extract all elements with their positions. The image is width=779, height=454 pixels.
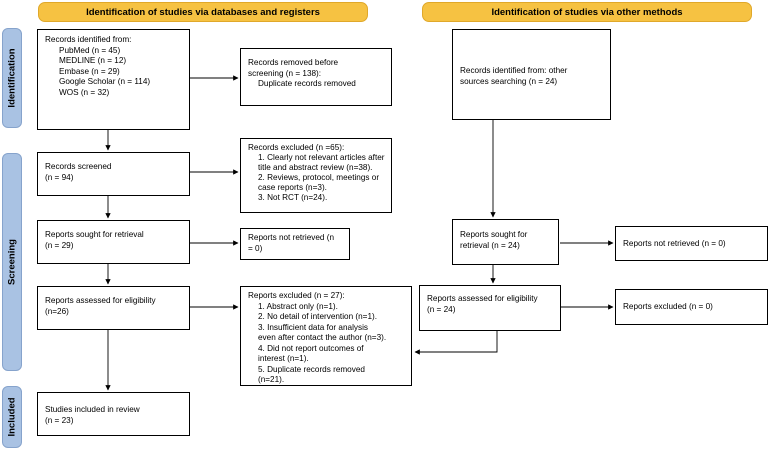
records-identified-title: Records identified from: <box>45 35 132 44</box>
other-records-identified-box: Records identified from: other sources s… <box>452 29 611 120</box>
other-reports-sought-count: retrieval (n = 24) <box>460 240 520 250</box>
reports-excluded-reason-2: 2. No detail of intervention (n=1). <box>258 312 378 321</box>
source-pubmed: PubMed (n = 45) <box>59 45 121 55</box>
records-excluded-box: Records excluded (n =65): 1. Clearly not… <box>240 138 392 213</box>
stage-included: Included <box>2 386 22 448</box>
other-records-identified-count: sources searching (n = 24) <box>460 76 558 86</box>
source-google-scholar: Google Scholar (n = 114) <box>59 77 151 86</box>
reports-excluded-reason-3: 3. Insufficient data for analysis <box>258 322 368 332</box>
reports-excluded-reason-4-cont: interest (n=1). <box>258 354 309 363</box>
other-reports-excluded-box: Reports excluded (n = 0) <box>615 289 768 325</box>
records-removed-label: Records removed before <box>248 58 339 67</box>
records-screened-label: Records screened <box>45 162 112 171</box>
stage-screening: Screening <box>2 153 22 371</box>
records-identified-box: Records identified from: PubMed (n = 45)… <box>37 29 190 130</box>
reports-assessed-label: Reports assessed for eligibility <box>45 296 156 305</box>
reports-sought-count: (n = 29) <box>45 240 74 250</box>
records-excluded-reason-1: 1. Clearly not relevant articles after <box>258 153 385 162</box>
source-medline: MEDLINE (n = 12) <box>59 56 127 65</box>
reports-excluded-reason-5-cont: (n=21). <box>258 375 285 384</box>
reports-assessed-box: Reports assessed for eligibility (n=26) <box>37 286 190 330</box>
reports-not-retrieved-label: Reports not retrieved (n <box>248 233 335 242</box>
reports-excluded-reason-1: 1. Abstract only (n=1). <box>258 301 338 311</box>
source-embase: Embase (n = 29) <box>59 66 120 76</box>
other-reports-assessed-label: Reports assessed for eligibility <box>427 294 538 303</box>
reports-not-retrieved-box: Reports not retrieved (n = 0) <box>240 228 350 260</box>
stage-identification: Identification <box>2 28 22 128</box>
other-reports-not-retrieved-box: Reports not retrieved (n = 0) <box>615 226 768 261</box>
records-screened-count: (n = 94) <box>45 172 74 182</box>
records-excluded-reason-2-cont: case reports (n=3). <box>258 183 327 192</box>
other-reports-assessed-box: Reports assessed for eligibility (n = 24… <box>419 285 561 331</box>
records-removed-box: Records removed before screening (n = 13… <box>240 48 392 106</box>
other-reports-not-retrieved-label: Reports not retrieved (n = 0) <box>623 239 726 248</box>
studies-included-count: (n = 23) <box>45 415 74 425</box>
reports-excluded-title: Reports excluded (n = 27): <box>248 291 345 300</box>
reports-excluded-box: Reports excluded (n = 27): 1. Abstract o… <box>240 286 412 386</box>
header-databases: Identification of studies via databases … <box>38 2 368 22</box>
other-reports-sought-label: Reports sought for <box>460 230 528 239</box>
reports-sought-box: Reports sought for retrieval (n = 29) <box>37 220 190 264</box>
source-wos: WOS (n = 32) <box>59 87 110 97</box>
records-excluded-reason-1-cont: title and abstract review (n=38). <box>258 163 373 172</box>
other-reports-excluded-label: Reports excluded (n = 0) <box>623 302 713 311</box>
other-records-identified-label: Records identified from: other <box>460 66 568 75</box>
records-excluded-reason-2: 2. Reviews, protocol, meetings or <box>258 173 380 182</box>
other-reports-sought-box: Reports sought for retrieval (n = 24) <box>452 219 559 265</box>
other-reports-assessed-count: (n = 24) <box>427 304 456 314</box>
records-screened-box: Records screened (n = 94) <box>37 152 190 196</box>
reports-assessed-count: (n=26) <box>45 306 69 316</box>
reports-excluded-reason-4: 4. Did not report outcomes of <box>258 343 364 353</box>
records-removed-reason: Duplicate records removed <box>258 79 356 88</box>
reports-excluded-reason-5: 5. Duplicate records removed <box>258 364 365 374</box>
reports-not-retrieved-count: = 0) <box>248 243 263 253</box>
reports-sought-label: Reports sought for retrieval <box>45 230 144 239</box>
header-other-methods: Identification of studies via other meth… <box>422 2 752 22</box>
studies-included-label: Studies included in review <box>45 405 140 414</box>
records-excluded-reason-3: 3. Not RCT (n=24). <box>258 193 328 202</box>
reports-excluded-reason-3-cont: even after contact the author (n=3). <box>258 333 387 342</box>
studies-included-box: Studies included in review (n = 23) <box>37 392 190 436</box>
records-excluded-title: Records excluded (n =65): <box>248 143 345 152</box>
records-removed-count: screening (n = 138): <box>248 68 322 78</box>
